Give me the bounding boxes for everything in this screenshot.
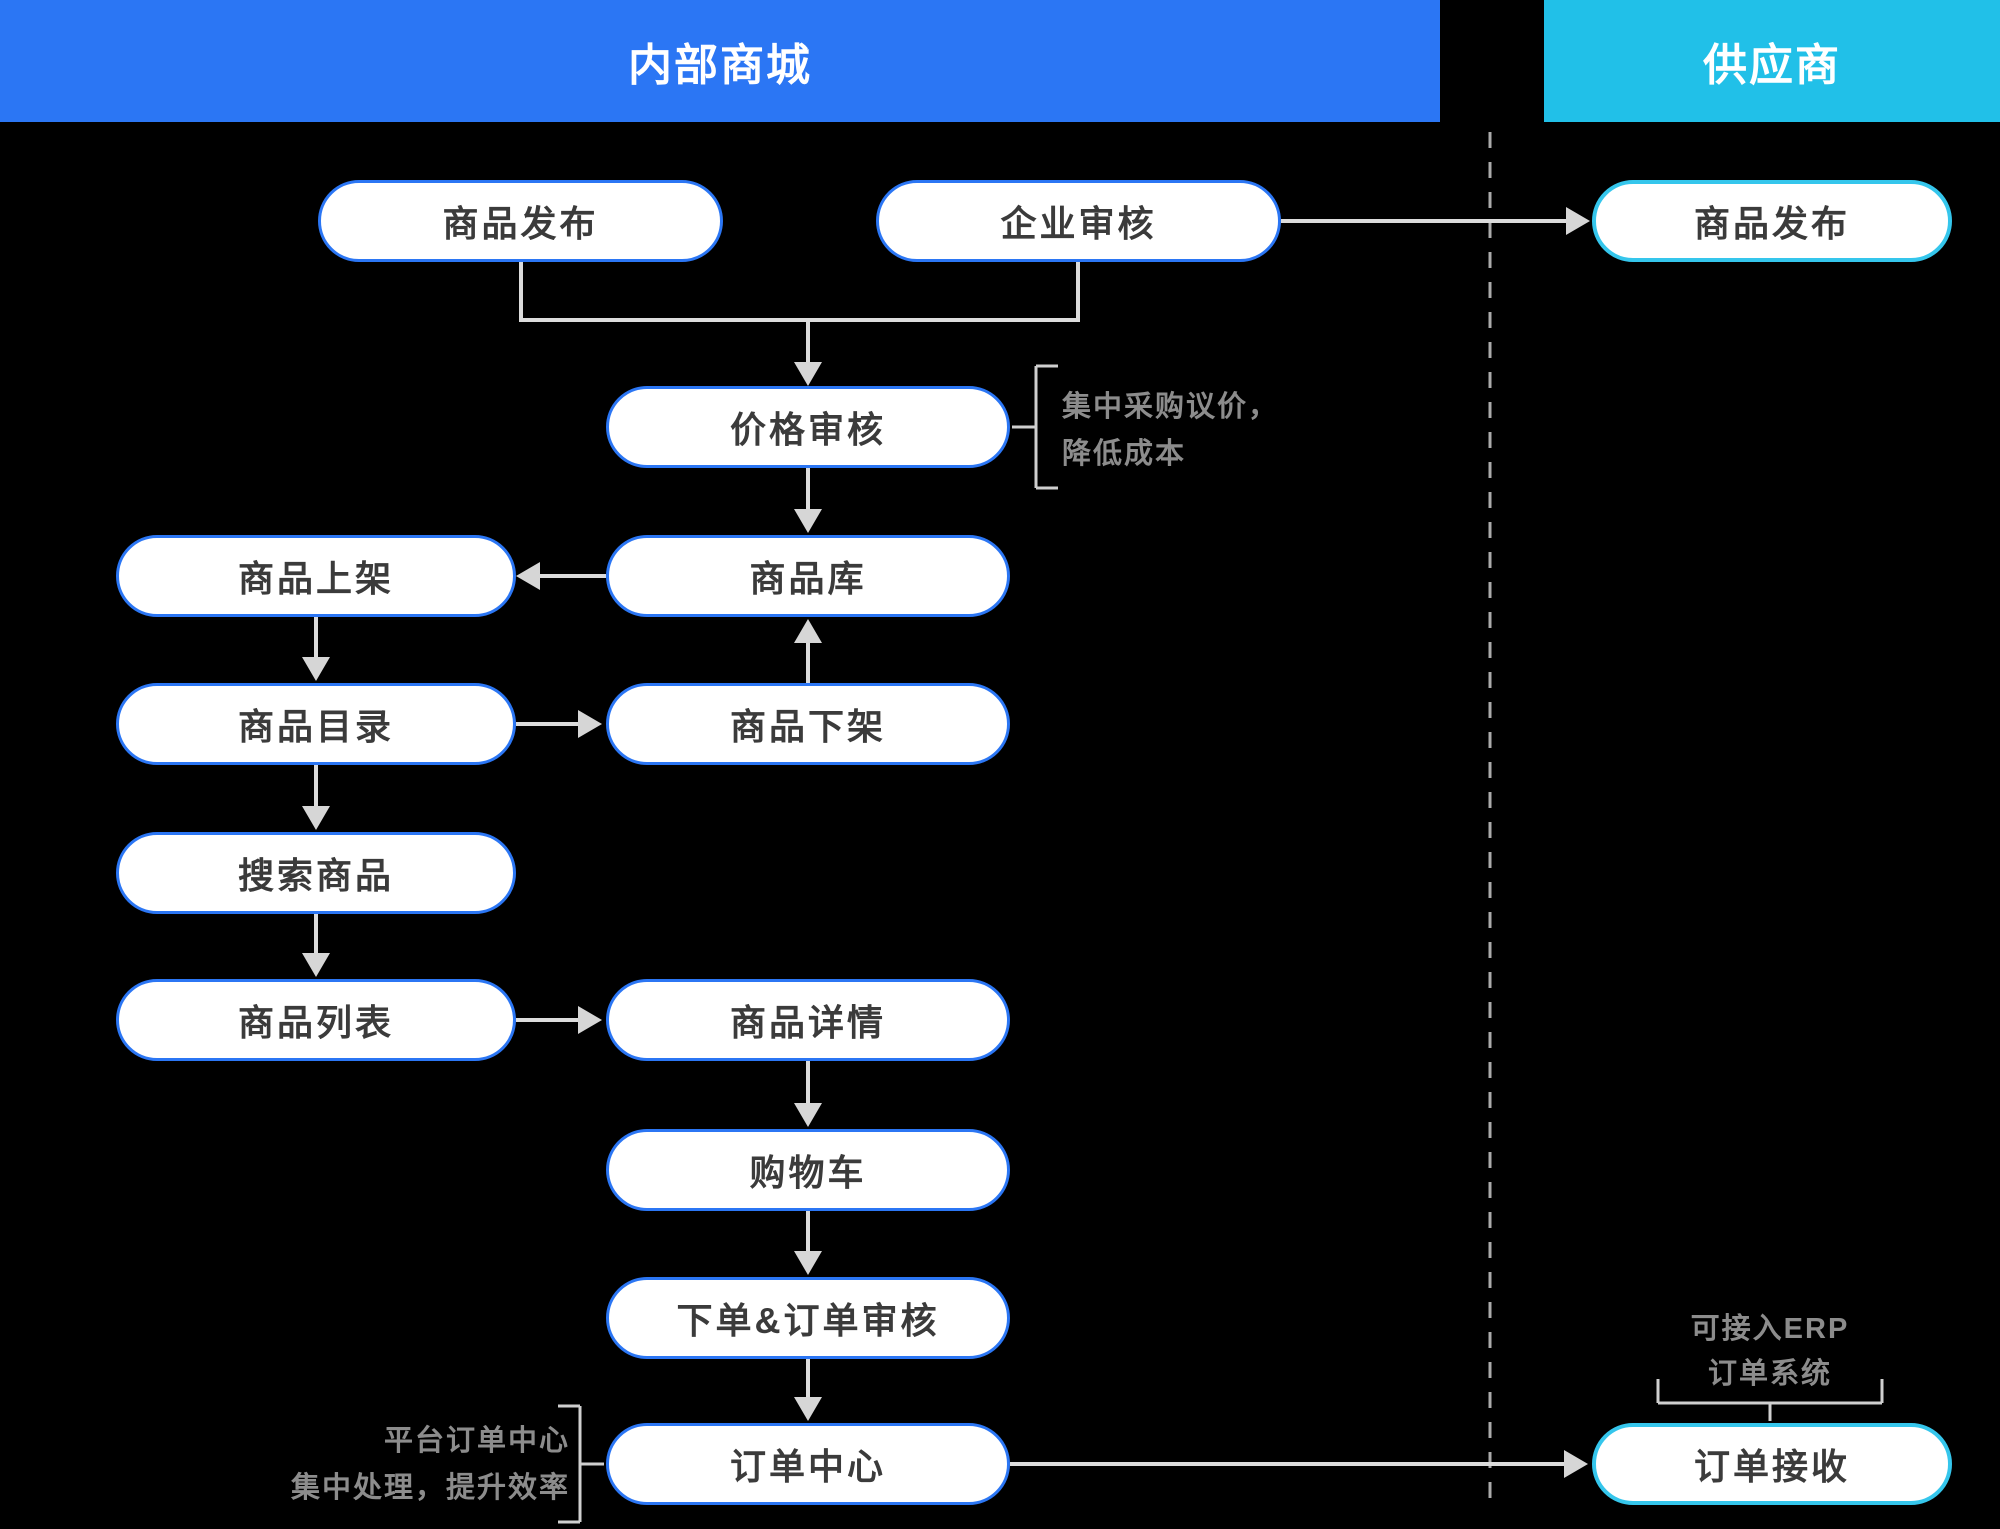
arrowhead-right-order-receive [1564,1450,1588,1478]
node-shopping-cart: 购物车 [606,1129,1010,1211]
node-product-publish-supplier: 商品发布 [1592,180,1952,262]
node-product-detail: 商品详情 [606,979,1010,1061]
note-erp-line1: 可接入ERP [1690,1313,1850,1345]
header-internal-mall-label: 内部商城 [628,41,812,90]
node-order-receive: 订单接收 [1592,1423,1952,1505]
order-center-note-bracket [558,1404,604,1524]
node-product-library: 商品库 [606,535,1010,617]
arrowhead-down-price-review [794,362,822,386]
node-order-center: 订单中心 [606,1423,1010,1505]
merge-connector [519,262,1080,322]
note-erp-line2: 订单系统 [1707,1358,1832,1390]
node-product-list: 商品列表 [116,979,516,1061]
header-internal-mall: 内部商城 [0,0,1440,122]
note-erp: 可接入ERP 订单系统 [1570,1307,1970,1397]
erp-note-bracket [1656,1379,1884,1421]
note-price-review: 集中采购议价， 降低成本 [1062,384,1279,478]
note-price-review-line1: 集中采购议价， [1062,391,1280,423]
note-order-center: 平台订单中心 集中处理，提升效率 [170,1418,570,1512]
node-search-products: 搜索商品 [116,832,516,914]
note-order-center-line1: 平台订单中心 [383,1425,570,1457]
arrowhead-right-supplier-publish [1566,207,1590,235]
node-product-publish-internal: 商品发布 [318,180,723,262]
node-price-review: 价格审核 [606,386,1010,468]
price-note-bracket [1012,364,1058,490]
node-order-place-review: 下单&订单审核 [606,1277,1010,1359]
node-product-listing: 商品上架 [116,535,516,617]
header-supplier: 供应商 [1544,0,2000,122]
node-product-delist: 商品下架 [606,683,1010,765]
note-order-center-line2: 集中处理，提升效率 [290,1472,570,1504]
node-enterprise-review: 企业审核 [876,180,1281,262]
node-product-catalog: 商品目录 [116,683,516,765]
note-price-review-line2: 降低成本 [1062,438,1187,470]
header-supplier-label: 供应商 [1703,41,1841,90]
